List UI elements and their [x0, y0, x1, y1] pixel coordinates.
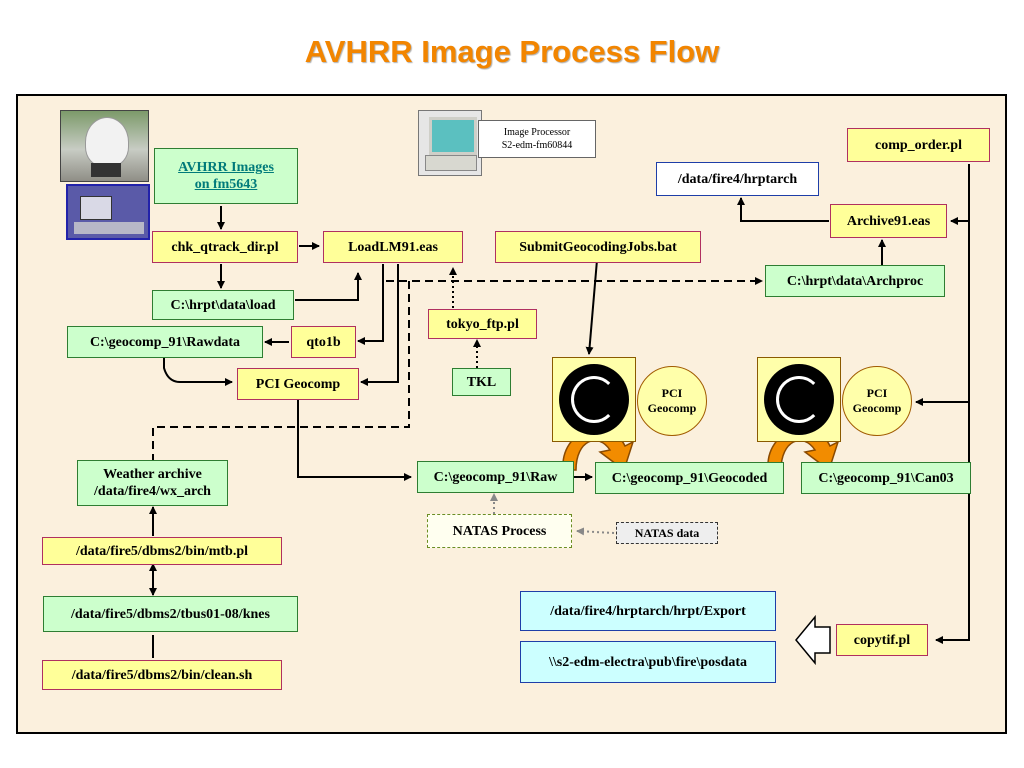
- connector-rawdata-pci: [163, 358, 233, 386]
- posdata-node[interactable]: \\s2-edm-electra\pub\fire\posdata: [520, 641, 776, 683]
- loadlm91-node[interactable]: LoadLM91.eas: [323, 231, 463, 263]
- hrpt-load-node[interactable]: C:\hrpt\data\load: [152, 290, 294, 320]
- avhrr-images-link-line2[interactable]: on fm5643: [194, 177, 258, 192]
- connector-submit-disc: [585, 259, 598, 355]
- connector-loadlm-qto1b: [357, 264, 384, 345]
- weather-archive-node[interactable]: Weather archive /data/fire4/wx_arch: [77, 460, 228, 506]
- computer-icon: [418, 110, 482, 176]
- comp-order-node[interactable]: comp_order.pl: [847, 128, 990, 162]
- hrptarch-node[interactable]: /data/fire4/hrptarch: [656, 162, 819, 196]
- avhrr-images-node[interactable]: AVHRR Images on fm5643: [154, 148, 298, 204]
- rawdata-node[interactable]: C:\geocomp_91\Rawdata: [67, 326, 263, 358]
- qto1b-node[interactable]: qto1b: [291, 326, 356, 358]
- archproc-node[interactable]: C:\hrpt\data\Archproc: [765, 265, 945, 297]
- ground-station-photo: [66, 184, 150, 240]
- connector-loadlm-pci: [360, 264, 399, 386]
- pci-geocomp-box[interactable]: PCI Geocomp: [237, 368, 359, 400]
- natas-data-node[interactable]: NATAS data: [616, 522, 718, 544]
- dotted-natasdata-natas: [576, 527, 615, 536]
- natas-process-node[interactable]: NATAS Process: [427, 514, 572, 548]
- geocoded-node[interactable]: C:\geocomp_91\Geocoded: [595, 462, 784, 494]
- tbus-node[interactable]: /data/fire5/dbms2/tbus01-08/knes: [43, 596, 298, 632]
- connector-load-loadlm: [295, 272, 362, 301]
- raw-node[interactable]: C:\geocomp_91\Raw: [417, 461, 574, 493]
- connector-comp-order: [935, 164, 970, 644]
- connector-pci-raw: [297, 398, 412, 481]
- export-node[interactable]: /data/fire4/hrptarch/hrpt/Export: [520, 591, 776, 631]
- clean-node[interactable]: /data/fire5/dbms2/bin/clean.sh: [42, 660, 282, 690]
- hollow-left-arrow-icon: [795, 614, 831, 666]
- tkl-node[interactable]: TKL: [452, 368, 511, 396]
- processing-disc-icon-2: [757, 357, 841, 442]
- archive91-node[interactable]: Archive91.eas: [830, 204, 947, 238]
- pci-geocomp-oval-2[interactable]: PCI Geocomp: [842, 366, 912, 436]
- copytif-node[interactable]: copytif.pl: [836, 624, 928, 656]
- processing-disc-icon: [552, 357, 636, 442]
- page-title: AVHRR Image Process Flow: [304, 34, 720, 69]
- mtb-node[interactable]: /data/fire5/dbms2/bin/mtb.pl: [42, 537, 282, 565]
- dashed-archproc-wx: [152, 281, 410, 460]
- submit-geocoding-node[interactable]: SubmitGeocodingJobs.bat: [495, 231, 701, 263]
- can03-node[interactable]: C:\geocomp_91\Can03: [801, 462, 971, 494]
- connector-archive-hrptarch: [737, 197, 829, 222]
- satellite-dish-photo: [60, 110, 149, 182]
- chk-qtrack-node[interactable]: chk_qtrack_dir.pl: [152, 231, 298, 263]
- tokyo-ftp-node[interactable]: tokyo_ftp.pl: [428, 309, 537, 339]
- avhrr-images-link[interactable]: AVHRR Images: [178, 160, 274, 175]
- image-processor-label: Image Processor S2-edm-fm60844: [478, 120, 596, 158]
- pci-geocomp-oval-1[interactable]: PCI Geocomp: [637, 366, 707, 436]
